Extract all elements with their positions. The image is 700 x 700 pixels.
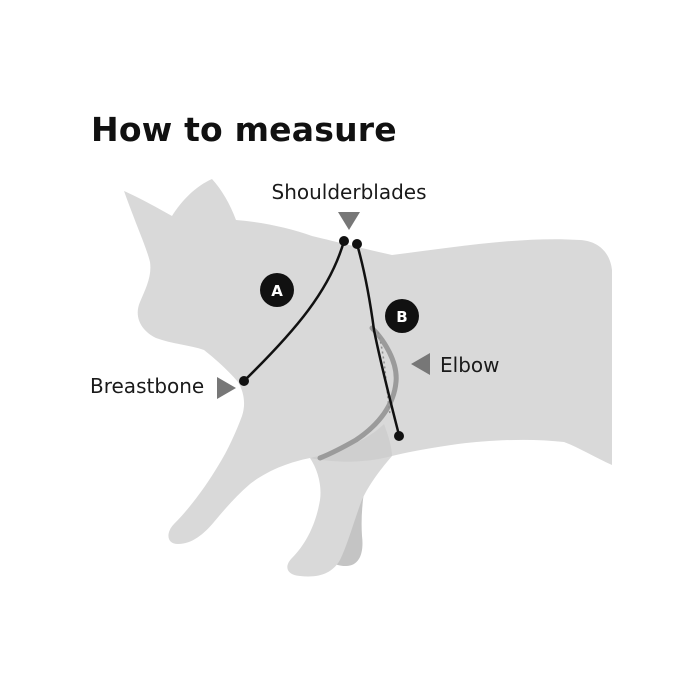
strap-b-line bbox=[355, 243, 401, 436]
breastbone-label: Breastbone bbox=[90, 374, 204, 398]
shoulderblades-label: Shoulderblades bbox=[272, 180, 427, 204]
arrow-left-icon bbox=[411, 353, 430, 375]
strap-a-line bbox=[243, 240, 346, 382]
shoulderblade-point-1 bbox=[339, 236, 349, 246]
cat-chest-shade bbox=[310, 424, 392, 462]
cat-silhouette bbox=[124, 179, 612, 577]
breastbone-point bbox=[239, 376, 249, 386]
cat-body bbox=[124, 179, 612, 577]
marker-a-label: A bbox=[271, 282, 283, 300]
shoulderblade-point-2 bbox=[352, 239, 362, 249]
arrow-right-icon bbox=[217, 377, 236, 399]
marker-a: A bbox=[260, 273, 294, 307]
belly-point bbox=[394, 431, 404, 441]
arrow-down-icon bbox=[338, 212, 360, 230]
elbow-label: Elbow bbox=[440, 353, 499, 377]
marker-b: B bbox=[385, 299, 419, 333]
marker-b-label: B bbox=[396, 308, 407, 326]
elbow-dotted-guide bbox=[377, 331, 391, 415]
page-title: How to measure bbox=[91, 110, 397, 149]
elbow-curve bbox=[317, 325, 399, 461]
